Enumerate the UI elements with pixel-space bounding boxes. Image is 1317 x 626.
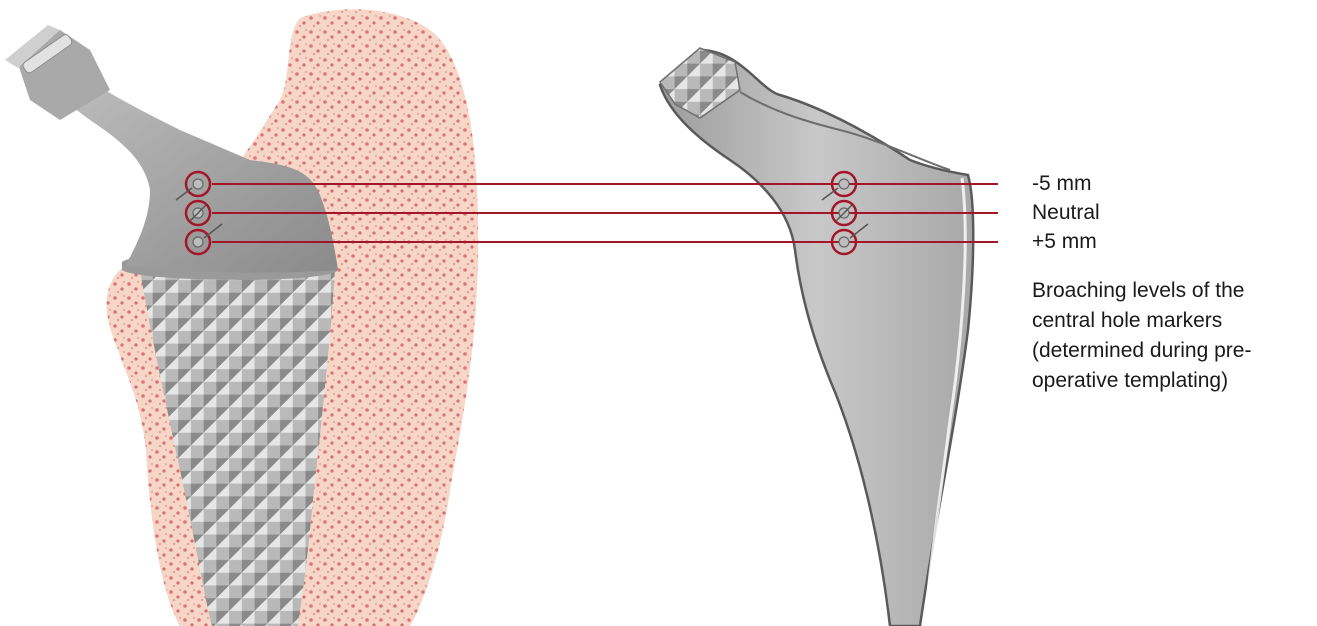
bone-implant-view (5, 9, 478, 626)
level-label-minus5: -5 mm (1032, 173, 1092, 194)
caption-line: operative templating) (1032, 366, 1251, 396)
caption-line: central hole markers (1032, 306, 1251, 336)
caption-line: (determined during pre- (1032, 336, 1251, 366)
bare-stem-outline (660, 50, 973, 626)
level-label-neutral: Neutral (1032, 202, 1100, 223)
bare-stem-view (660, 48, 973, 626)
level-label-plus5: +5 mm (1032, 231, 1097, 252)
caption: Broaching levels of the central hole mar… (1032, 276, 1251, 396)
caption-line: Broaching levels of the (1032, 276, 1251, 306)
